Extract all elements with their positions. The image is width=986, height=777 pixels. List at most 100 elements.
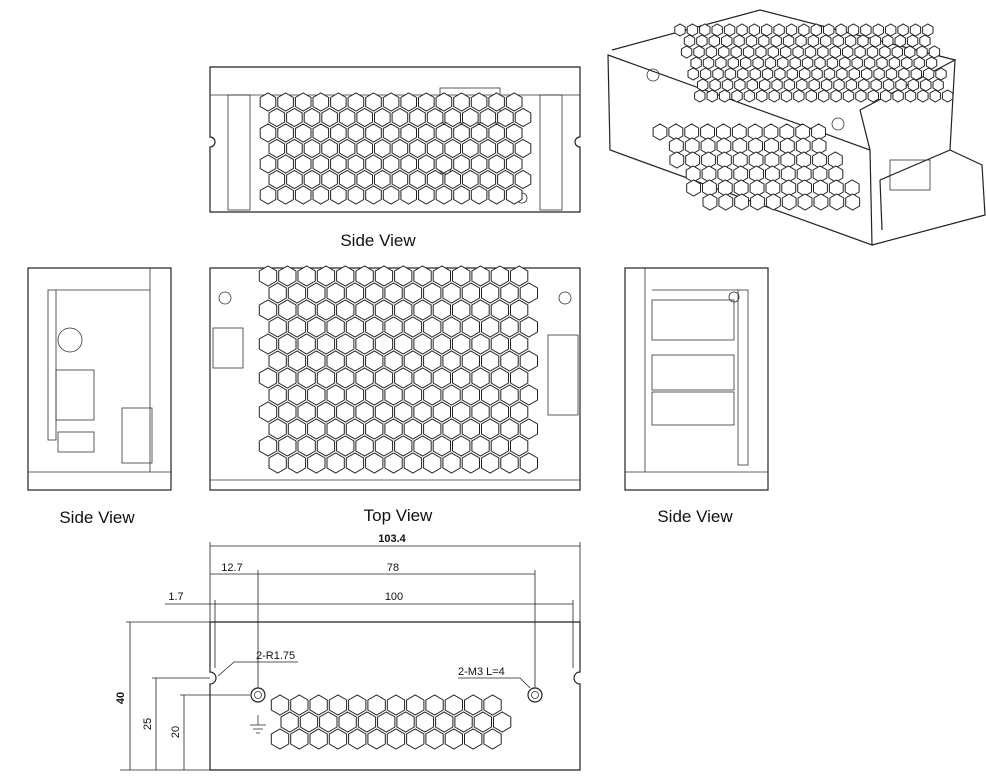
vent-hole bbox=[444, 138, 461, 159]
vent-hole bbox=[336, 401, 355, 423]
vent-hole bbox=[808, 78, 820, 92]
vent-hole bbox=[400, 92, 417, 112]
vent-hole bbox=[481, 316, 500, 338]
vent-hole bbox=[278, 367, 297, 389]
vent-hole bbox=[297, 299, 316, 321]
note-radius: 2-R1.75 bbox=[256, 650, 295, 662]
vent-hole bbox=[442, 282, 461, 304]
vent-hole bbox=[365, 350, 384, 372]
vent-hole bbox=[259, 185, 277, 205]
vent-hole bbox=[497, 138, 514, 159]
vent-hole bbox=[258, 299, 278, 321]
isometric-view bbox=[607, 9, 986, 246]
vent-hole bbox=[700, 137, 716, 155]
vent-hole bbox=[367, 728, 386, 750]
vent-hole bbox=[505, 154, 523, 174]
vent-hole bbox=[382, 185, 400, 205]
vent-hole bbox=[394, 333, 413, 355]
vent-hole bbox=[696, 34, 708, 48]
vent-hole bbox=[813, 193, 829, 211]
vent-hole bbox=[259, 123, 277, 143]
vent-hole bbox=[897, 23, 909, 37]
vent-hole bbox=[294, 92, 312, 112]
vent-hole bbox=[471, 299, 490, 321]
vent-hole bbox=[510, 265, 529, 287]
vent-hole bbox=[286, 169, 303, 190]
vent-hole bbox=[461, 452, 480, 474]
vent-hole bbox=[490, 401, 509, 423]
vent-hole bbox=[839, 56, 851, 70]
vent-hole bbox=[382, 154, 400, 174]
vent-hole bbox=[767, 45, 779, 59]
vent-hole bbox=[737, 67, 749, 81]
vent-hole bbox=[761, 67, 774, 81]
side-view-left: Side View bbox=[27, 267, 172, 527]
vent-hole bbox=[365, 123, 382, 143]
vent-hole bbox=[894, 34, 906, 48]
vent-hole bbox=[904, 89, 917, 103]
vent-hole bbox=[826, 56, 839, 70]
vent-hole bbox=[435, 92, 453, 112]
vent-hole bbox=[505, 92, 523, 112]
vent-hole bbox=[796, 165, 812, 183]
vent-hole bbox=[732, 151, 748, 169]
vent-hole bbox=[423, 452, 442, 474]
vent-hole bbox=[259, 154, 277, 174]
vent-hole bbox=[497, 169, 514, 190]
dim-inner-length: 100 bbox=[385, 591, 403, 603]
vent-hole bbox=[303, 169, 321, 190]
vent-hole bbox=[442, 452, 461, 474]
vent-hole bbox=[432, 401, 451, 423]
vent-hole bbox=[444, 728, 463, 750]
vent-hole bbox=[287, 350, 307, 372]
vent-hole bbox=[855, 89, 867, 103]
vent-hole bbox=[374, 169, 391, 190]
vent-hole bbox=[712, 67, 724, 81]
vent-hole bbox=[786, 67, 798, 81]
vent-hole bbox=[356, 169, 373, 190]
vent-hole bbox=[795, 34, 807, 48]
vent-hole bbox=[336, 435, 355, 457]
vent-hole bbox=[870, 78, 882, 92]
vent-hole bbox=[686, 23, 699, 37]
vent-hole bbox=[384, 282, 403, 304]
vent-hole bbox=[510, 299, 529, 321]
vent-hole bbox=[694, 89, 706, 103]
vent-hole bbox=[326, 316, 345, 338]
vent-hole bbox=[765, 179, 781, 197]
screw-hole-right bbox=[527, 687, 543, 703]
vent-hole bbox=[258, 435, 278, 457]
vent-hole bbox=[270, 694, 290, 716]
vent-hole bbox=[396, 711, 415, 733]
vent-hole bbox=[287, 282, 307, 304]
vent-hole bbox=[745, 34, 758, 48]
vent-hole bbox=[355, 435, 374, 457]
vent-hole bbox=[701, 165, 717, 183]
vent-hole bbox=[336, 333, 355, 355]
vent-hole bbox=[391, 169, 409, 190]
vent-hole bbox=[426, 169, 444, 190]
vent-hole bbox=[326, 384, 345, 406]
vent-hole bbox=[442, 418, 461, 440]
vent-hole bbox=[813, 179, 828, 197]
vent-hole bbox=[418, 154, 435, 174]
vent-hole bbox=[294, 154, 312, 174]
vent-hole bbox=[470, 123, 488, 143]
vent-hole bbox=[833, 78, 845, 92]
vent-hole bbox=[941, 89, 954, 103]
vent-hole bbox=[338, 711, 357, 733]
vent-hole bbox=[723, 23, 736, 37]
vent-hole bbox=[326, 418, 345, 440]
vent-hole bbox=[356, 138, 373, 159]
vent-hole bbox=[278, 265, 297, 287]
vent-hole bbox=[904, 45, 916, 59]
front-view-dimensioned: 103.4 12.7 78 1.7 100 2-R1.75 2-M3 L=4 4… bbox=[115, 533, 581, 771]
vent-hole bbox=[828, 179, 844, 197]
vent-hole bbox=[820, 78, 833, 92]
vent-hole bbox=[685, 151, 701, 169]
view-label-side-left: Side View bbox=[59, 508, 135, 527]
vent-hole bbox=[481, 384, 500, 406]
screw-hole-left bbox=[250, 687, 266, 703]
vent-hole bbox=[355, 367, 374, 389]
